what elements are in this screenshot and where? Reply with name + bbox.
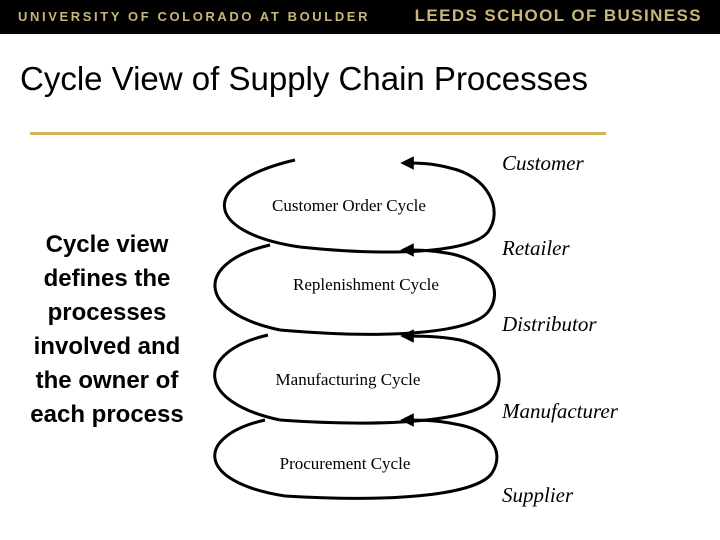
cycle-label: Customer Order Cycle [272, 196, 426, 215]
header-bar: UNIVERSITY OF COLORADO AT BOULDER LEEDS … [0, 0, 720, 34]
cycle-label: Manufacturing Cycle [276, 370, 421, 389]
side-explanation: Cycle view defines the processes involve… [14, 228, 200, 432]
side-line: the owner of [35, 367, 179, 394]
side-line: Cycle view [45, 231, 169, 258]
cycle-arc-left [213, 243, 281, 332]
replenishment-cycle: Replenishment Cycle [213, 243, 496, 336]
cycle-arrow-icon [284, 413, 499, 500]
stage-label-distributor: Distributor [501, 312, 597, 336]
title-underline [30, 132, 606, 135]
slide-title: Cycle View of Supply Chain Processes [20, 60, 588, 97]
cycle-label: Procurement Cycle [280, 454, 411, 473]
cycle-label: Replenishment Cycle [293, 275, 439, 294]
side-line: involved and [33, 333, 181, 360]
cycle-arc-left [213, 333, 281, 422]
cycle-arrow-icon [279, 329, 501, 425]
stage-label-supplier: Supplier [502, 483, 574, 507]
procurement-cycle: Procurement Cycle [213, 413, 499, 500]
cycle-arrow-icon [299, 156, 496, 254]
side-line: defines the [43, 265, 171, 292]
customer-order-cycle: Customer Order Cycle [222, 156, 496, 254]
stage-label-retailer: Retailer [501, 236, 570, 260]
stage-label-manufacturer: Manufacturer [501, 399, 619, 423]
cycle-arrow-icon [279, 243, 496, 336]
cycle-arc-left [213, 418, 286, 498]
cycle-arc-left [222, 158, 301, 249]
university-name: UNIVERSITY OF COLORADO AT BOULDER [18, 9, 371, 24]
stage-label-customer: Customer [502, 151, 585, 175]
side-line: processes [47, 299, 167, 326]
side-line: each process [30, 401, 184, 428]
school-name: LEEDS SCHOOL OF BUSINESS [414, 6, 702, 25]
manufacturing-cycle: Manufacturing Cycle [213, 329, 501, 425]
